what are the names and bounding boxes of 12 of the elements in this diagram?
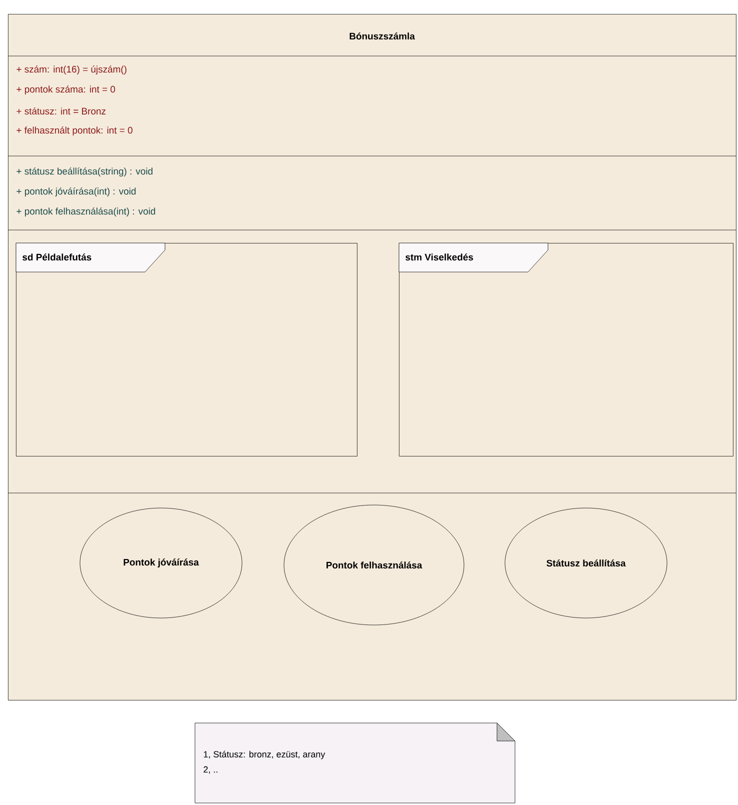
attribute: + felhasznált pontok: int = 0 (16, 126, 132, 136)
operation: + státusz beállítása(string) : void (16, 168, 152, 176)
note-text: 2, .. (204, 766, 218, 774)
attribute: + státusz: int = Bronz (16, 107, 106, 115)
attribute: + szám: int(16) = újszám() (16, 66, 126, 74)
operation: + pontok jóváírása(int) : void (16, 188, 136, 196)
diagram-frame: stm Viselkedés (398, 242, 734, 456)
class-name: Bónuszszámla (350, 32, 415, 40)
note-text: 1, Státusz: bronz, ezüst, arany (204, 750, 326, 760)
operation: + pontok felhasználása(int) : void (16, 208, 156, 216)
diagram-frame: sd Példalefutás (16, 242, 358, 456)
attribute: + pontok száma: int = 0 (16, 86, 116, 94)
